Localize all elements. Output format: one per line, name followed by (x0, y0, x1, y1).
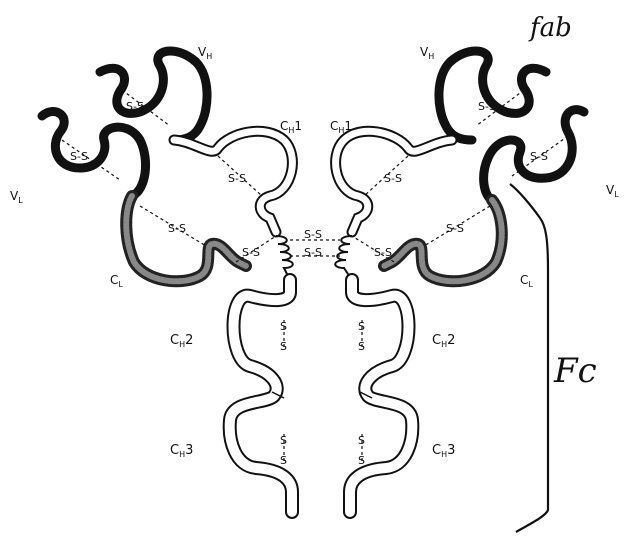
label-right-ch3: CH3 (432, 443, 455, 459)
right-hinge (335, 236, 352, 280)
label-left-ch2: CH2 (170, 333, 193, 349)
ss-left-ch3-bottom: S (280, 454, 287, 467)
ss-left-interchain: S-S (242, 246, 260, 259)
left-cl-domain (126, 196, 246, 281)
ss-right-ch1: S-S (384, 172, 402, 185)
ss-right-ch3-top: S (358, 434, 365, 447)
ss-right-cl: S-S (446, 222, 464, 235)
label-right-vh: VH (420, 45, 434, 61)
ss-right-interchain: S-S (374, 246, 392, 259)
handwritten-fab-label: fab (528, 13, 572, 43)
ss-right-ch2-top: S (358, 320, 365, 333)
label-left-vl: VL (10, 189, 23, 205)
ss-hinge-top: S-S (304, 228, 322, 241)
ss-right-vl: S-S (530, 150, 548, 163)
left-vl-domain (42, 111, 146, 196)
ss-left-ch3-top: S (280, 434, 287, 447)
ss-left-ch1: S-S (228, 172, 246, 185)
ss-left-vh: S-S (126, 100, 144, 113)
fc-bracket-line (510, 184, 548, 532)
label-left-ch1: CH1 (280, 119, 302, 135)
ss-right-vh: S-S (478, 100, 496, 113)
ss-hinge-bottom: S-S (304, 246, 322, 259)
label-left-ch3: CH3 (170, 443, 193, 459)
ss-left-ch2-top: S (280, 320, 287, 333)
label-left-vh: VH (198, 45, 212, 61)
right-vh-domain (439, 51, 546, 140)
ss-right-ch2-bottom: S (358, 340, 365, 353)
label-left-cl: CL (110, 273, 123, 289)
ss-right-ch3-bottom: S (358, 454, 365, 467)
right-cl-domain (384, 200, 502, 281)
ss-left-ch2-bottom: S (280, 340, 287, 353)
ss-left-vl: S-S (70, 150, 88, 163)
label-right-ch1: CH1 (330, 119, 352, 135)
label-right-cl: CL (520, 273, 533, 289)
ss-left-cl: S-S (168, 222, 186, 235)
label-right-ch2: CH2 (432, 333, 455, 349)
label-right-vl: VL (606, 183, 619, 199)
handwritten-fc-label: Fc (553, 351, 597, 391)
